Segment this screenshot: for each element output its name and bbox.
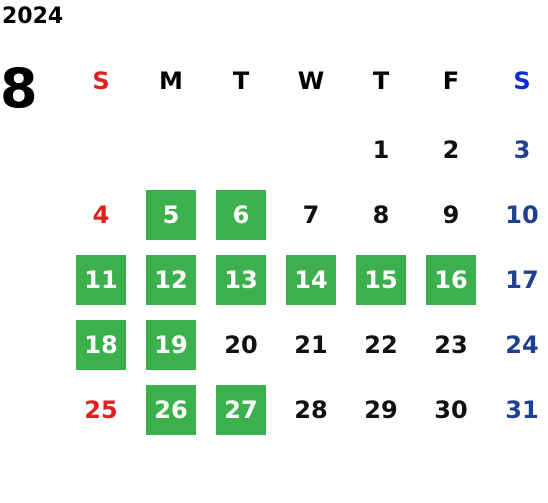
weekday-header: T <box>232 67 250 95</box>
weekday-header: M <box>159 67 183 95</box>
day-cell[interactable]: 17 <box>505 266 539 294</box>
day-cell[interactable]: 6 <box>216 190 266 240</box>
day-cell[interactable]: 14 <box>286 255 336 305</box>
day-cell[interactable]: 15 <box>356 255 406 305</box>
day-cell[interactable]: 21 <box>294 331 328 359</box>
day-cell[interactable]: 3 <box>513 136 531 164</box>
day-cell[interactable]: 20 <box>224 331 258 359</box>
day-cell[interactable]: 24 <box>505 331 539 359</box>
day-cell[interactable]: 27 <box>216 385 266 435</box>
weekday-header: F <box>442 67 460 95</box>
day-cell[interactable]: 2 <box>442 136 460 164</box>
day-cell[interactable]: 7 <box>302 201 320 229</box>
year-label: 2024 <box>2 4 64 29</box>
day-cell[interactable]: 8 <box>372 201 390 229</box>
day-cell[interactable]: 5 <box>146 190 196 240</box>
day-cell[interactable]: 9 <box>442 201 460 229</box>
day-cell[interactable]: 31 <box>505 396 539 424</box>
day-cell[interactable]: 19 <box>146 320 196 370</box>
day-cell[interactable]: 28 <box>294 396 328 424</box>
day-cell[interactable]: 30 <box>434 396 468 424</box>
day-cell[interactable]: 13 <box>216 255 266 305</box>
day-cell[interactable]: 11 <box>76 255 126 305</box>
day-cell[interactable]: 22 <box>364 331 398 359</box>
weekday-header: T <box>372 67 390 95</box>
day-cell[interactable]: 1 <box>372 136 390 164</box>
weekday-header: W <box>297 67 325 95</box>
day-cell[interactable]: 4 <box>92 201 110 229</box>
weekday-header: S <box>92 67 110 95</box>
day-cell[interactable]: 23 <box>434 331 468 359</box>
day-cell[interactable]: 16 <box>426 255 476 305</box>
day-cell[interactable]: 12 <box>146 255 196 305</box>
day-cell[interactable]: 25 <box>84 396 118 424</box>
day-cell[interactable]: 29 <box>364 396 398 424</box>
day-cell[interactable]: 18 <box>76 320 126 370</box>
day-cell[interactable]: 26 <box>146 385 196 435</box>
day-cell[interactable]: 10 <box>505 201 539 229</box>
month-label: 8 <box>0 57 38 120</box>
weekday-header: S <box>513 67 531 95</box>
